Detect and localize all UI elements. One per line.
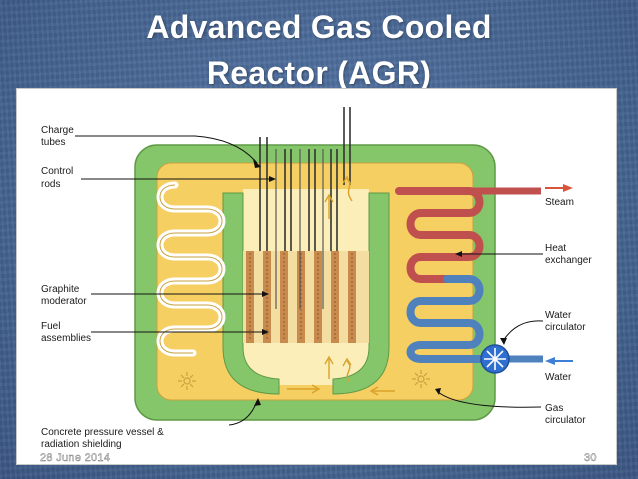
right-gas-baffle bbox=[332, 192, 390, 395]
title-line-2: Reactor (AGR) bbox=[206, 55, 432, 91]
label-fuel-assemblies-line2: assemblies bbox=[41, 333, 91, 344]
water-circulator-pump bbox=[480, 344, 510, 374]
label-heat-exchanger-line1: Heat bbox=[545, 243, 566, 254]
heat-exchanger-cold-section bbox=[406, 275, 485, 363]
label-fuel-assemblies-line1: Fuel bbox=[41, 321, 60, 332]
water-arrow bbox=[545, 357, 573, 365]
title-line-1: Advanced Gas Cooled bbox=[146, 9, 492, 45]
heat-exchanger-hot-section bbox=[395, 187, 484, 283]
charge-tubes bbox=[259, 107, 351, 251]
slide-date: 28 June 2014 bbox=[40, 452, 111, 464]
control-rods bbox=[275, 149, 324, 309]
gas-circulator-left-icon bbox=[178, 372, 196, 390]
label-steam: Steam bbox=[545, 197, 574, 208]
gas-circulator-right-icon bbox=[412, 370, 430, 388]
label-water-circulator-line2: circulator bbox=[545, 322, 586, 333]
label-gas-circulator-line1: Gas bbox=[545, 403, 563, 414]
steam-arrow bbox=[545, 184, 573, 192]
slide-title: Advanced Gas Cooled Reactor (AGR) bbox=[0, 4, 638, 96]
label-graphite-moderator-line2: moderator bbox=[41, 296, 87, 307]
label-graphite-moderator-line1: Graphite bbox=[41, 284, 80, 295]
label-heat-exchanger-line2: exchanger bbox=[545, 255, 592, 266]
left-gas-duct-outline bbox=[159, 184, 223, 354]
gas-flow-arrows bbox=[287, 175, 395, 396]
fuel-assemblies bbox=[249, 253, 353, 341]
label-water: Water bbox=[545, 372, 572, 383]
agr-diagram-panel: Charge tubes Control rods Graphite moder… bbox=[16, 88, 617, 465]
left-gas-baffle bbox=[222, 192, 280, 395]
label-control-rods-line2: rods bbox=[41, 179, 60, 190]
leader-arrowheads bbox=[253, 159, 507, 406]
graphite-moderator bbox=[243, 251, 369, 343]
label-water-circulator-line1: Water bbox=[545, 310, 572, 321]
label-charge-tubes-line1: Charge bbox=[41, 125, 74, 136]
label-control-rods-line1: Control bbox=[41, 166, 73, 177]
agr-diagram: Charge tubes Control rods Graphite moder… bbox=[41, 107, 592, 450]
label-charge-tubes-line2: tubes bbox=[41, 137, 65, 148]
label-concrete-line2: radiation shielding bbox=[41, 439, 122, 450]
label-concrete-line1: Concrete pressure vessel & bbox=[41, 427, 164, 438]
label-gas-circulator-line2: circulator bbox=[545, 415, 586, 426]
slide-page-number: 30 bbox=[584, 452, 597, 464]
